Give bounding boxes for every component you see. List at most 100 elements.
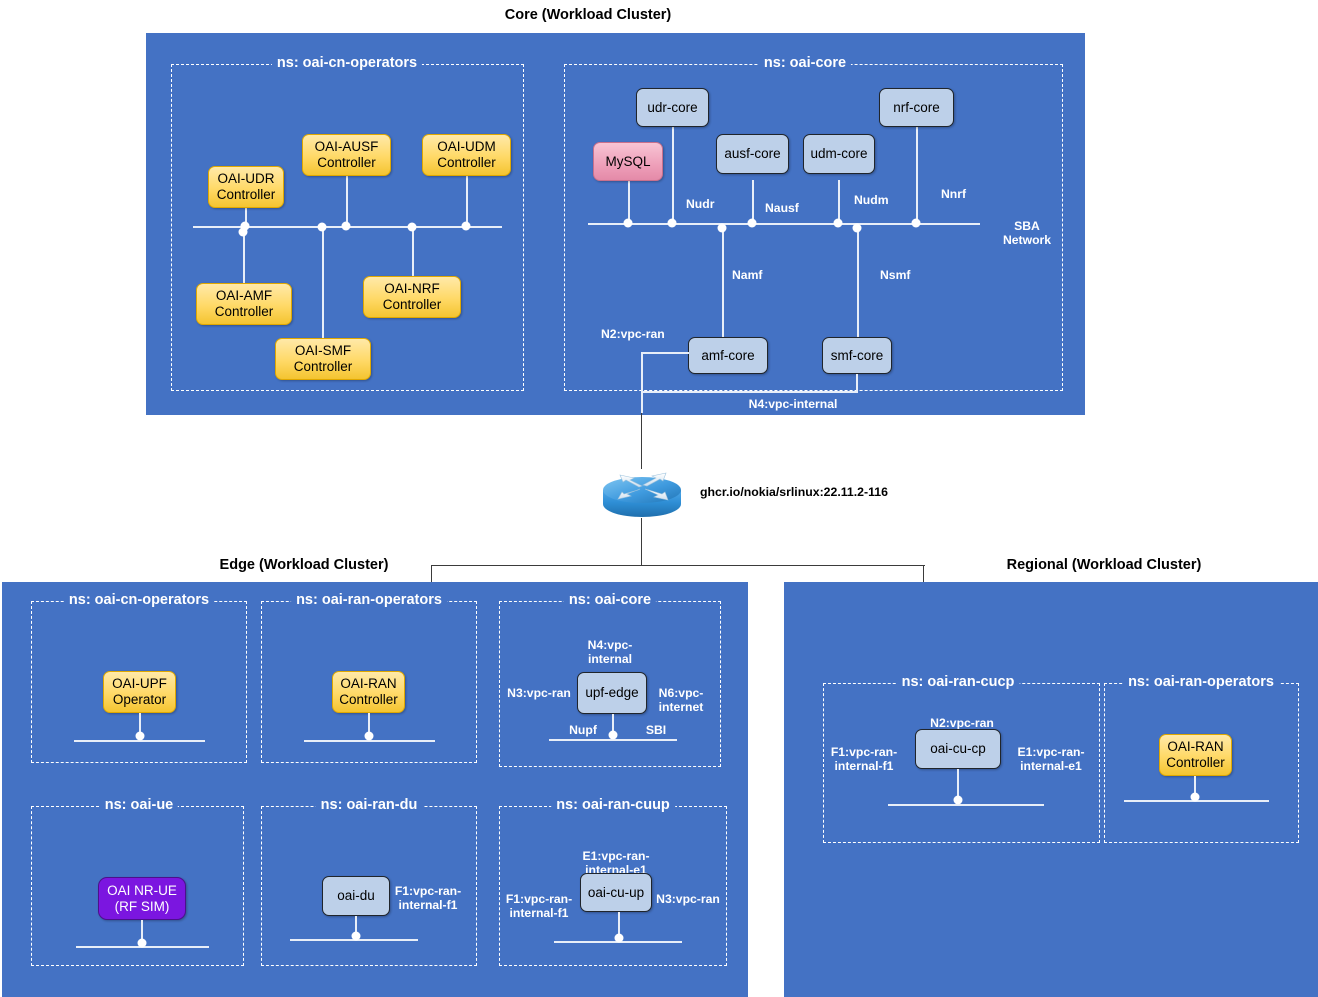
stub-nrf-core: [916, 126, 918, 225]
stub-edge-oai-ran-controller: [368, 713, 370, 739]
edge-cn-bus: [74, 740, 205, 742]
bus-dot: [833, 218, 843, 228]
label-regional-cucp-n2: N2:vpc-ran: [930, 716, 994, 730]
node-oai-ausf-controller[interactable]: OAI-AUSF Controller: [302, 134, 391, 176]
label-edge-cuup-f1: F1:vpc-ran- internal-f1: [505, 892, 573, 921]
bus-dot: [407, 222, 417, 232]
stub-oai-upf-operator: [139, 713, 141, 739]
ns-label-regional-oai-ran-cucp: ns: oai-ran-cucp: [896, 674, 1020, 691]
label-n4-vpc-internal: N4:vpc-internal: [748, 397, 838, 411]
regional-cluster-panel: [784, 582, 1318, 997]
bus-dot: [461, 221, 471, 231]
label-n2-vpc-ran: N2:vpc-ran: [601, 327, 665, 341]
regional-cucp-bus: [888, 804, 1044, 806]
core-cluster-title: Core (Workload Cluster): [504, 7, 672, 23]
edge-ran-operators-bus: [304, 740, 435, 742]
edge-cluster-title: Edge (Workload Cluster): [219, 557, 389, 573]
node-oai-nr-ue[interactable]: OAI NR-UE (RF SIM): [98, 877, 186, 920]
stub-oai-du: [355, 916, 357, 938]
stub-ausf-core: [752, 180, 754, 225]
bus-dot: [317, 222, 327, 232]
node-oai-cu-cp[interactable]: oai-cu-cp: [915, 729, 1001, 769]
sba-bus: [588, 223, 980, 225]
label-edge-upf-nupf: Nupf: [569, 723, 597, 737]
node-edge-oai-ran-controller[interactable]: OAI-RAN Controller: [332, 671, 405, 713]
bus-dot: [351, 931, 361, 941]
bus-dot: [238, 227, 248, 237]
ns-label-core-oai-cn-operators: ns: oai-cn-operators: [271, 55, 423, 72]
n4-vpc-internal-link-v: [856, 374, 858, 392]
node-oai-cu-up[interactable]: oai-cu-up: [580, 873, 652, 912]
node-udr-core[interactable]: udr-core: [636, 88, 709, 127]
ns-label-edge-oai-ran-du: ns: oai-ran-du: [315, 797, 423, 814]
bus-dot: [341, 221, 351, 231]
bus-dot: [747, 218, 757, 228]
bus-dot: [614, 933, 624, 943]
bus-dot: [717, 223, 727, 233]
bus-dot: [240, 221, 250, 231]
router-image-label: ghcr.io/nokia/srlinux:22.11.2-116: [700, 485, 888, 499]
node-oai-amf-controller[interactable]: OAI-AMF Controller: [196, 283, 292, 325]
bus-dot: [911, 218, 921, 228]
bus-dot: [623, 218, 633, 228]
node-upf-edge[interactable]: upf-edge: [577, 672, 647, 714]
router-split-bus: [431, 565, 925, 567]
label-regional-cucp-f1: F1:vpc-ran- internal-f1: [830, 745, 898, 774]
label-edge-upf-n4: N4:vpc- internal: [587, 638, 633, 667]
n2-vpc-ran-link-v: [641, 352, 643, 413]
label-edge-du-f1: F1:vpc-ran- internal-f1: [394, 884, 462, 913]
stub-udr-core: [672, 126, 674, 225]
label-nnrf: Nnrf: [941, 187, 967, 201]
regional-cluster-title: Regional (Workload Cluster): [1006, 557, 1202, 573]
stub-oai-nr-ue: [141, 920, 143, 945]
node-regional-oai-ran-controller[interactable]: OAI-RAN Controller: [1159, 734, 1232, 776]
core-to-router-link: [641, 413, 643, 469]
node-amf-core[interactable]: amf-core: [688, 337, 768, 374]
node-oai-udr-controller[interactable]: OAI-UDR Controller: [208, 166, 284, 208]
node-smf-core[interactable]: smf-core: [822, 337, 892, 374]
ns-label-edge-oai-core: ns: oai-core: [563, 592, 657, 609]
bus-dot: [852, 223, 862, 233]
router-to-edge-link: [431, 565, 433, 583]
label-sba-network: SBA Network: [1002, 219, 1052, 248]
stub-smf-controller: [322, 228, 324, 338]
bus-dot: [1190, 792, 1200, 802]
label-nudm: Nudm: [854, 193, 889, 207]
node-oai-du[interactable]: oai-du: [322, 876, 390, 916]
bus-dot: [953, 795, 963, 805]
stub-mysql: [628, 180, 630, 225]
stub-oai-cu-up: [618, 912, 620, 940]
label-nudr: Nudr: [686, 197, 715, 211]
edge-core-bus: [549, 739, 677, 741]
label-regional-cucp-e1: E1:vpc-ran- internal-e1: [1017, 745, 1085, 774]
edge-cluster-panel: [2, 582, 748, 997]
node-oai-smf-controller[interactable]: OAI-SMF Controller: [275, 338, 371, 380]
node-oai-udm-controller[interactable]: OAI-UDM Controller: [422, 134, 511, 176]
stub-smf-core: [857, 224, 859, 338]
n4-vpc-internal-link-h: [641, 391, 858, 393]
stub-udm-controller: [466, 174, 468, 227]
ns-label-edge-oai-ue: ns: oai-ue: [99, 797, 179, 814]
label-edge-upf-n3: N3:vpc-ran: [507, 686, 571, 700]
node-nrf-core[interactable]: nrf-core: [879, 88, 954, 127]
node-mysql[interactable]: MySQL: [593, 142, 663, 181]
label-edge-cuup-n3: N3:vpc-ran: [656, 892, 720, 906]
bus-dot: [137, 938, 147, 948]
node-ausf-core[interactable]: ausf-core: [716, 134, 789, 174]
bus-dot: [364, 731, 374, 741]
node-oai-upf-operator[interactable]: OAI-UPF Operator: [103, 671, 176, 713]
bus-dot: [608, 730, 618, 740]
n2-vpc-ran-link-h: [641, 352, 689, 354]
stub-oai-cu-cp: [957, 769, 959, 798]
node-udm-core[interactable]: udm-core: [803, 134, 875, 174]
node-oai-nrf-controller[interactable]: OAI-NRF Controller: [363, 276, 461, 318]
bus-dot: [135, 731, 145, 741]
stub-nrf-controller: [412, 228, 414, 276]
router-icon[interactable]: [600, 464, 684, 520]
stub-amf-core: [722, 224, 724, 338]
bus-dot: [667, 218, 677, 228]
ns-label-regional-oai-ran-operators: ns: oai-ran-operators: [1123, 674, 1279, 691]
label-namf: Namf: [732, 268, 763, 282]
label-nsmf: Nsmf: [880, 268, 911, 282]
